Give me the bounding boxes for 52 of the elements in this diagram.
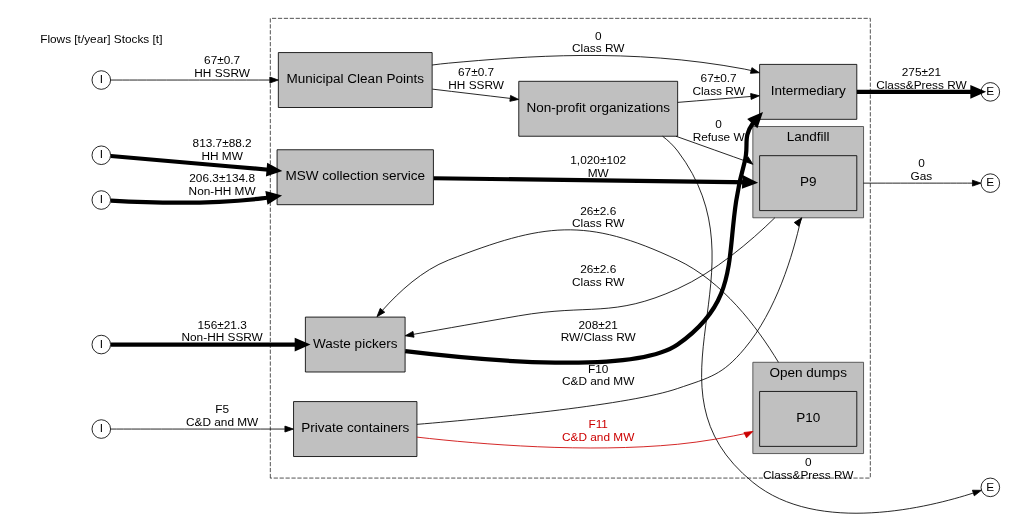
edge-label: 813.7±88.2 HH MW — [192, 135, 252, 163]
edge-label: 1,020±102 MW — [570, 152, 627, 180]
arrow — [432, 88, 520, 102]
arrow — [110, 76, 279, 84]
node-box: Private containers — [293, 401, 418, 457]
arrow — [110, 425, 294, 433]
arrow — [110, 190, 283, 205]
arrow — [110, 337, 311, 352]
edge-label: 208±21 RW/Class RW — [560, 317, 636, 345]
arrow — [863, 179, 982, 187]
arrow — [404, 217, 776, 338]
arrow — [856, 84, 987, 99]
arrow — [416, 431, 754, 449]
arrow — [416, 217, 803, 425]
arrow — [677, 93, 760, 103]
edge-label: 67±0.7 HH SSRW — [448, 64, 504, 92]
arrow — [376, 229, 779, 363]
node-circle: I — [91, 334, 111, 355]
edge-label: F11 C&D and MW — [562, 417, 635, 445]
edge-label: 26±2.6 Class RW — [572, 203, 625, 231]
edge-label: 67±0.7 Class RW — [692, 70, 745, 98]
edge-label: 0 Class&Press RW — [762, 455, 854, 483]
edge-label: 26±2.6 Class RW — [572, 261, 625, 289]
node-box: P10 — [759, 391, 858, 447]
node-circle: E — [980, 477, 1001, 498]
arrow — [662, 135, 982, 514]
arrow — [110, 153, 283, 177]
node-circle: I — [91, 419, 111, 439]
edge-label: 206.3±134.8 Non-HH MW — [188, 171, 256, 199]
edge-label: 0 Class RW — [572, 28, 625, 56]
node-box: Intermediary — [759, 63, 858, 120]
edge-label: F5 C&D and MW — [185, 402, 259, 429]
node-box: Non-profit organizations — [518, 80, 679, 137]
node-box: P9 — [759, 155, 858, 212]
node-box: Waste pickers — [304, 316, 406, 373]
node-circle: I — [91, 145, 111, 165]
node-circle: I — [91, 70, 111, 90]
edge-label: 156±21.3 Non-HH SSRW — [181, 317, 263, 345]
node-box: Municipal Clean Points — [277, 52, 433, 108]
edge-label: F10 C&D and MW — [562, 361, 635, 389]
edge-label: 0 Refuse W — [692, 117, 745, 145]
edge-label: 67±0.7 HH SSRW — [194, 53, 250, 80]
node-circle: I — [91, 190, 111, 210]
node-circle: E — [980, 82, 1001, 102]
label: Flows [t/year] Stocks [t] — [40, 32, 163, 47]
node-box: MSW collection service — [276, 149, 434, 206]
edge-label: 275±21 Class&Press RW — [876, 64, 967, 92]
edge-label: 0 Gas — [910, 156, 933, 183]
node-circle: E — [980, 173, 1001, 193]
arrow — [404, 111, 763, 365]
arrow — [431, 55, 760, 74]
arrow — [433, 174, 759, 189]
